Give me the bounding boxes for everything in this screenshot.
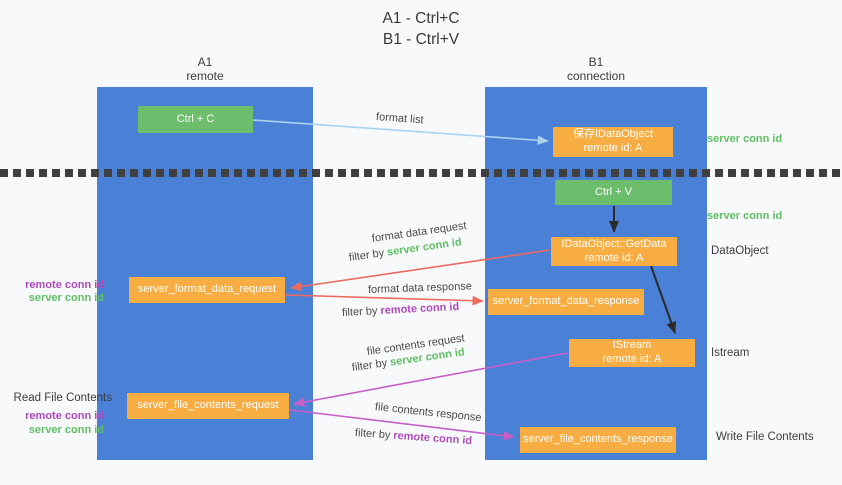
label-file-contents-response: file contents response: [374, 401, 483, 425]
diagram-title: A1 - Ctrl+C B1 - Ctrl+V: [0, 8, 842, 50]
label-istream: Istream: [711, 347, 750, 359]
node-save-idataobject-title: 保存IDataObject: [572, 128, 654, 141]
node-server-file-contents-request: server_file_contents_request: [127, 393, 289, 419]
label-remote-conn-id-lower: remote conn id: [25, 410, 104, 422]
filter-by-text: filter by: [354, 427, 391, 442]
node-format-request-label: server_format_data_request: [137, 283, 277, 296]
column-b1-role: connection: [566, 69, 626, 83]
filter-remote-conn-id: remote conn id: [392, 429, 473, 448]
phase-divider-dotted-line: [0, 169, 842, 177]
node-ctrl-c-label: Ctrl + C: [176, 112, 215, 125]
filter-by-text: filter by: [351, 357, 388, 374]
column-a1-id: A1: [197, 55, 213, 69]
node-file-response-label: server_file_contents_response: [523, 433, 673, 446]
column-a1-role: remote: [186, 69, 224, 83]
column-b1-id: B1: [588, 55, 604, 69]
label-filter-by-server-conn-id-1: filter byserver conn id: [348, 236, 462, 264]
node-istream-title: IStream: [612, 339, 652, 352]
label-write-file-contents: Write File Contents: [716, 431, 814, 443]
column-header-a1: A1 remote: [97, 55, 313, 83]
arrow-format-data-response: [285, 294, 484, 306]
node-getdata-title: IDataObject::GetData: [561, 237, 667, 250]
title-line-a1: A1 - Ctrl+C: [382, 10, 460, 27]
node-getdata-remote-id: remote id: A: [584, 251, 644, 264]
node-ctrl-v-label: Ctrl + V: [595, 185, 632, 198]
node-server-format-data-request: server_format_data_request: [129, 277, 285, 303]
node-ctrl-c: Ctrl + C: [138, 106, 253, 133]
node-save-idataobject: 保存IDataObject remote id: A: [553, 127, 673, 157]
column-header-b1: B1 connection: [485, 55, 707, 83]
node-server-format-data-response: server_format_data_response: [488, 289, 644, 315]
node-server-file-contents-response: server_file_contents_response: [520, 427, 676, 453]
node-file-request-label: server_file_contents_request: [137, 399, 279, 412]
label-server-conn-id-mid: server conn id: [707, 210, 783, 222]
node-istream-remote-id: remote id: A: [602, 353, 662, 365]
label-server-conn-id-lower: server conn id: [28, 424, 104, 436]
node-ctrl-v: Ctrl + V: [555, 180, 672, 205]
label-server-conn-id-upper: server conn id: [28, 292, 104, 304]
filter-remote-conn-id: remote conn id: [380, 300, 460, 317]
label-remote-conn-id-upper: remote conn id: [25, 279, 104, 291]
label-format-list: format list: [375, 111, 424, 127]
node-format-response-label: server_format_data_response: [492, 295, 640, 308]
label-server-conn-id-top: server conn id: [707, 133, 783, 145]
node-idataobject-getdata: IDataObject::GetData remote id: A: [551, 237, 677, 266]
label-dataobject: DataObject: [711, 245, 769, 257]
label-format-data-response: format data response: [367, 280, 473, 296]
title-line-b1: B1 - Ctrl+V: [382, 31, 460, 48]
filter-by-text: filter by: [341, 305, 378, 319]
node-save-idataobject-remote-id: remote id: A: [583, 142, 643, 154]
node-istream: IStream remote id: A: [569, 339, 695, 367]
filter-by-text: filter by: [348, 247, 385, 264]
label-read-file-contents: Read File Contents: [13, 392, 112, 404]
